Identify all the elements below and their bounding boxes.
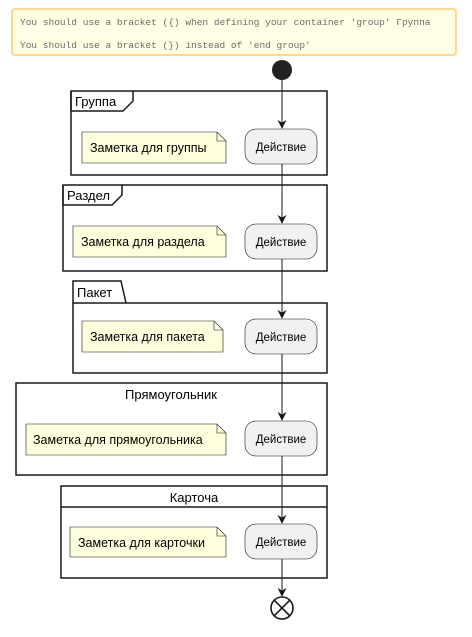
group-label: Группа [75, 94, 117, 109]
partition-note: Заметка для раздела [72, 225, 227, 258]
end-node [270, 596, 294, 620]
start-node [272, 60, 292, 80]
rectangle-note-text: Заметка для прямоугольника [33, 433, 203, 447]
rectangle-note: Заметка для прямоугольника [25, 423, 227, 456]
group-note-text: Заметка для группы [90, 141, 207, 155]
group-action: Действие [244, 128, 318, 165]
partition-container: Раздел Заметка для раздела Действие [62, 184, 328, 272]
rectangle-action: Действие [244, 420, 318, 457]
partition-label: Раздел [67, 188, 110, 203]
partition-note-text: Заметка для раздела [81, 235, 205, 249]
partition-action: Действие [244, 223, 318, 260]
partition-action-text: Действие [256, 237, 307, 249]
package-note-text: Заметка для пакета [90, 330, 205, 344]
rectangle-label: Прямоугольник [125, 387, 217, 402]
card-action: Действие [244, 523, 318, 560]
warning-line-2: You should use a bracket (}) instead of … [20, 40, 311, 51]
package-action: Действие [244, 318, 318, 355]
warning-box: You should use a bracket ({) when defini… [11, 8, 457, 56]
card-action-text: Действие [256, 537, 307, 549]
group-action-text: Действие [256, 142, 307, 154]
package-label: Пакет [77, 285, 112, 300]
card-note: Заметка для карточки [69, 526, 227, 558]
rectangle-action-text: Действие [256, 434, 307, 446]
package-container: Пакет Заметка для пакета Действие [72, 280, 328, 374]
group-container: Группа Заметка для группы Действие [70, 90, 328, 176]
package-note: Заметка для пакета [81, 320, 224, 353]
warning-line-1: You should use a bracket ({) when defini… [20, 17, 431, 28]
card-container: Карточа Заметка для карточки Действие [60, 485, 328, 579]
group-note: Заметка для группы [81, 131, 227, 164]
package-action-text: Действие [256, 332, 307, 344]
rectangle-container: Прямоугольник Заметка для прямоугольника… [15, 382, 328, 476]
card-label: Карточа [170, 490, 219, 505]
card-note-text: Заметка для карточки [78, 536, 205, 550]
